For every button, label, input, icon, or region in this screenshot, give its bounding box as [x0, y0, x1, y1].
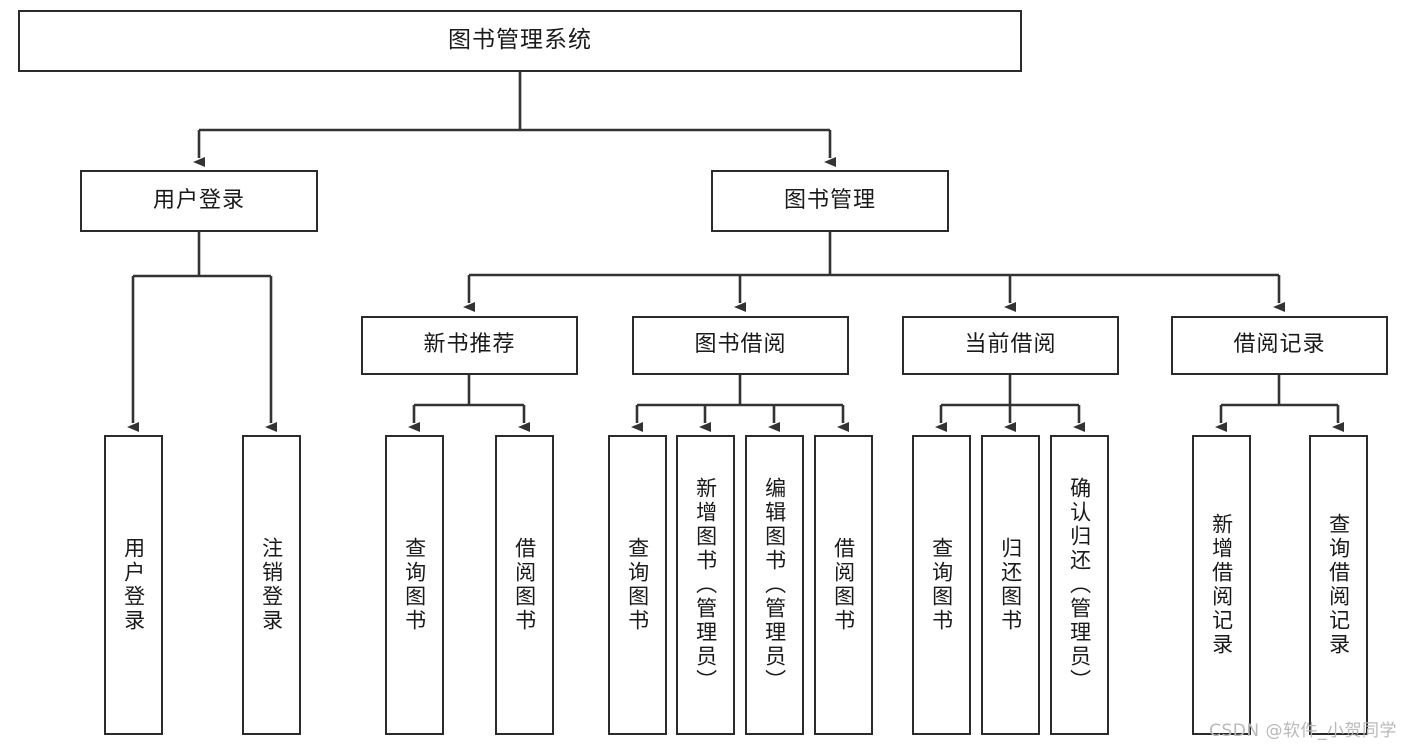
leaf-borrow-query-book[interactable]: 查询图书 — [608, 435, 667, 735]
node-new-book-recommend[interactable]: 新书推荐 — [361, 316, 578, 375]
edges-record-to-leaves — [1215, 375, 1344, 432]
node-current-borrow[interactable]: 当前借阅 — [902, 316, 1119, 375]
edges-current-to-leaves — [935, 375, 1085, 432]
node-label: 查询图书 — [625, 537, 650, 633]
edges-borrow-to-leaves — [631, 375, 849, 432]
node-label: 查询借阅记录 — [1326, 513, 1351, 657]
node-label: 图书管理 — [783, 187, 876, 213]
node-label: 编辑图书（管理员） — [762, 477, 787, 693]
leaf-borrow-edit-book-admin[interactable]: 编辑图书（管理员） — [745, 435, 804, 735]
edges-userlogin-to-leaves — [127, 232, 277, 432]
node-label: 查询图书 — [402, 537, 427, 633]
leaf-new-book-borrow[interactable]: 借阅图书 — [495, 435, 554, 735]
node-label: 新书推荐 — [423, 332, 516, 358]
leaf-user-login-signin[interactable]: 用户登录 — [104, 435, 163, 735]
node-label: 归还图书 — [998, 537, 1023, 633]
node-label: 新增图书（管理员） — [693, 477, 718, 693]
node-label: 新增借阅记录 — [1209, 513, 1234, 657]
node-label: 当前借阅 — [964, 332, 1057, 358]
node-label: 借阅记录 — [1233, 332, 1326, 358]
edges-root-to-level2 — [193, 72, 836, 167]
node-label: 借阅图书 — [512, 537, 537, 633]
node-book-borrow[interactable]: 图书借阅 — [632, 316, 849, 375]
node-label: 查询图书 — [929, 537, 954, 633]
leaf-borrow-add-book-admin[interactable]: 新增图书（管理员） — [676, 435, 735, 735]
leaf-new-book-query[interactable]: 查询图书 — [385, 435, 444, 735]
leaf-record-query-borrow-record[interactable]: 查询借阅记录 — [1309, 435, 1368, 735]
node-label: 借阅图书 — [831, 537, 856, 633]
leaf-current-query-book[interactable]: 查询图书 — [912, 435, 971, 735]
leaf-record-add-borrow-record[interactable]: 新增借阅记录 — [1192, 435, 1251, 735]
leaf-current-return-book[interactable]: 归还图书 — [981, 435, 1040, 735]
node-label: 图书借阅 — [694, 332, 787, 358]
edges-newbook-to-leaves — [408, 375, 530, 432]
node-root-book-management-system[interactable]: 图书管理系统 — [18, 10, 1022, 72]
node-label: 用户登录 — [121, 537, 146, 633]
node-label: 注销登录 — [259, 537, 284, 633]
node-book-management[interactable]: 图书管理 — [711, 170, 949, 232]
edges-bookmgmt-to-level3 — [463, 232, 1285, 312]
node-label: 图书管理系统 — [448, 27, 592, 54]
csdn-watermark: CSDN @软件_小贺同学 — [1209, 721, 1397, 741]
node-user-login[interactable]: 用户登录 — [80, 170, 318, 232]
node-label: 确认归还（管理员） — [1067, 477, 1092, 693]
node-borrow-record[interactable]: 借阅记录 — [1171, 316, 1388, 375]
leaf-user-login-signout[interactable]: 注销登录 — [242, 435, 301, 735]
leaf-borrow-borrow-book[interactable]: 借阅图书 — [814, 435, 873, 735]
node-label: 用户登录 — [152, 187, 245, 213]
leaf-current-confirm-return-admin[interactable]: 确认归还（管理员） — [1050, 435, 1109, 735]
